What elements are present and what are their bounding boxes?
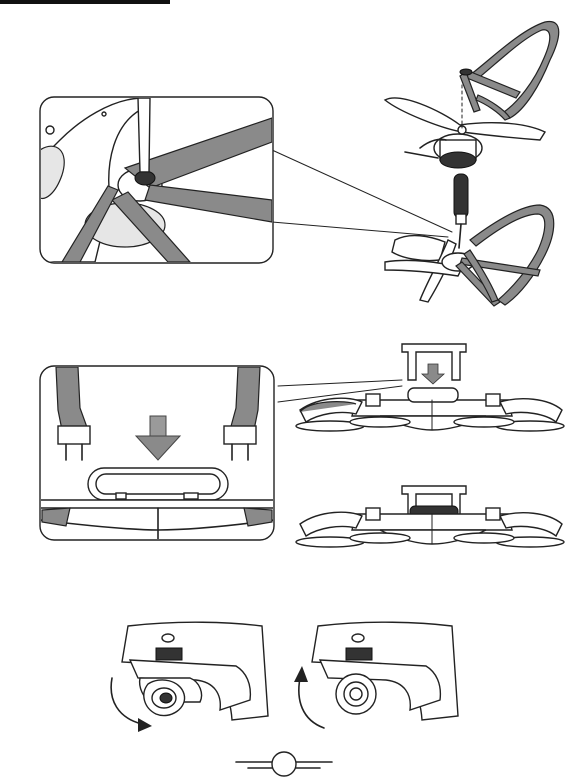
- propeller-guard-exploded: [385, 22, 559, 168]
- landing-gear-figure: [0, 330, 570, 570]
- detail-box-screw: [40, 97, 273, 263]
- camera-lens-icon: [336, 674, 376, 714]
- camera-right: [294, 622, 458, 728]
- circle-ornament-icon: [234, 749, 334, 779]
- propeller-guard-assembled: [385, 174, 554, 306]
- drone-assembled: [296, 486, 564, 547]
- screwdriver-icon: [454, 174, 468, 248]
- callout-line-lower: [272, 222, 448, 237]
- drone-exploded: [296, 344, 564, 431]
- callout-line-a: [278, 380, 402, 386]
- camera-rotate-figure: [0, 610, 570, 740]
- propeller-guard-figure: [0, 0, 570, 330]
- callout-line-upper: [272, 150, 452, 232]
- screwdriver-shaft: [138, 98, 150, 172]
- camera-left: [111, 622, 268, 732]
- rotate-arrow-icon: [111, 678, 142, 724]
- detail-box-landing-gear: [40, 366, 274, 540]
